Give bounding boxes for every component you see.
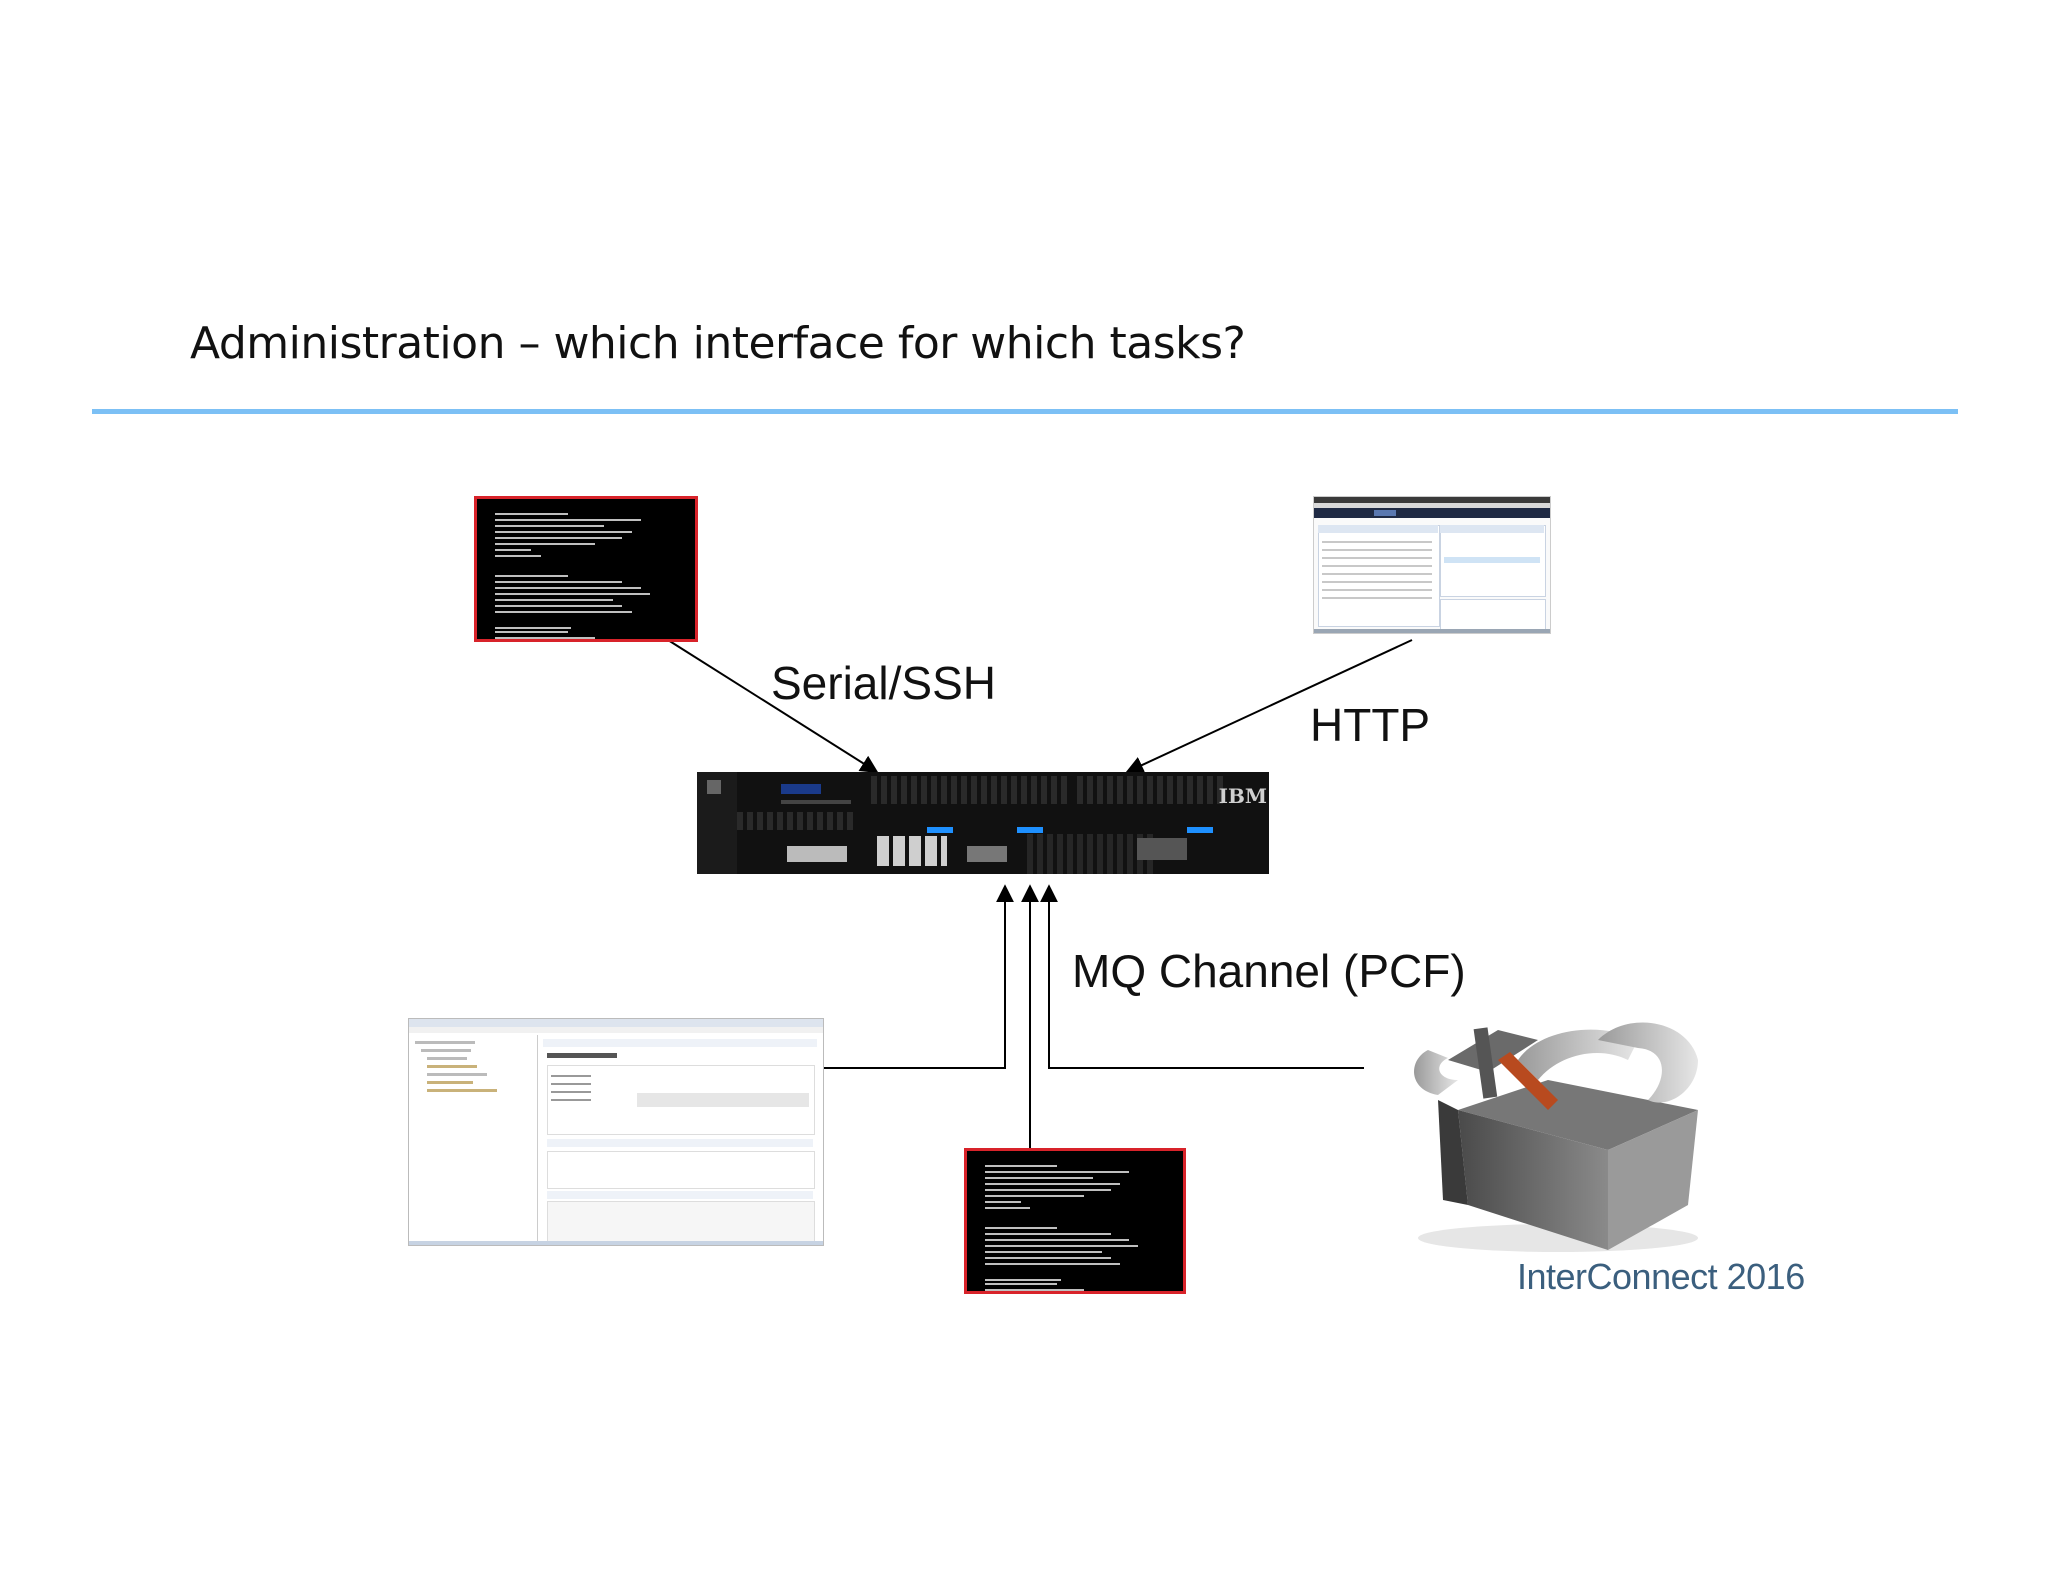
http-arrow [1125, 639, 1413, 774]
mq-appliance-device: IBM [697, 772, 1269, 874]
terminal-footer-line [495, 627, 572, 629]
mq-arrow-left [816, 884, 1014, 1069]
label-mq-channel: MQ Channel (PCF) [1072, 945, 1466, 997]
terminal-screenshot-serial [474, 496, 698, 642]
web-console-screenshot [1313, 496, 1551, 634]
label-http: HTTP [1310, 699, 1431, 751]
slide-title: Administration – which interface for whi… [190, 318, 1246, 369]
terminal-text [495, 509, 677, 643]
terminal-text [985, 1161, 1165, 1295]
mq-arrow-right [1040, 884, 1364, 1069]
title-divider [92, 409, 1958, 414]
label-serial-ssh: Serial/SSH [771, 657, 996, 709]
terminal-footer-line [985, 1279, 1061, 1281]
mq-explorer-screenshot [408, 1018, 824, 1246]
ibm-logo: IBM [1218, 784, 1267, 808]
terminal-screenshot-mq [964, 1148, 1186, 1294]
serial-arrow [667, 639, 879, 773]
toolbox-icon [1414, 1022, 1698, 1252]
interconnect-brand: InterConnect 2016 [1517, 1256, 1805, 1297]
